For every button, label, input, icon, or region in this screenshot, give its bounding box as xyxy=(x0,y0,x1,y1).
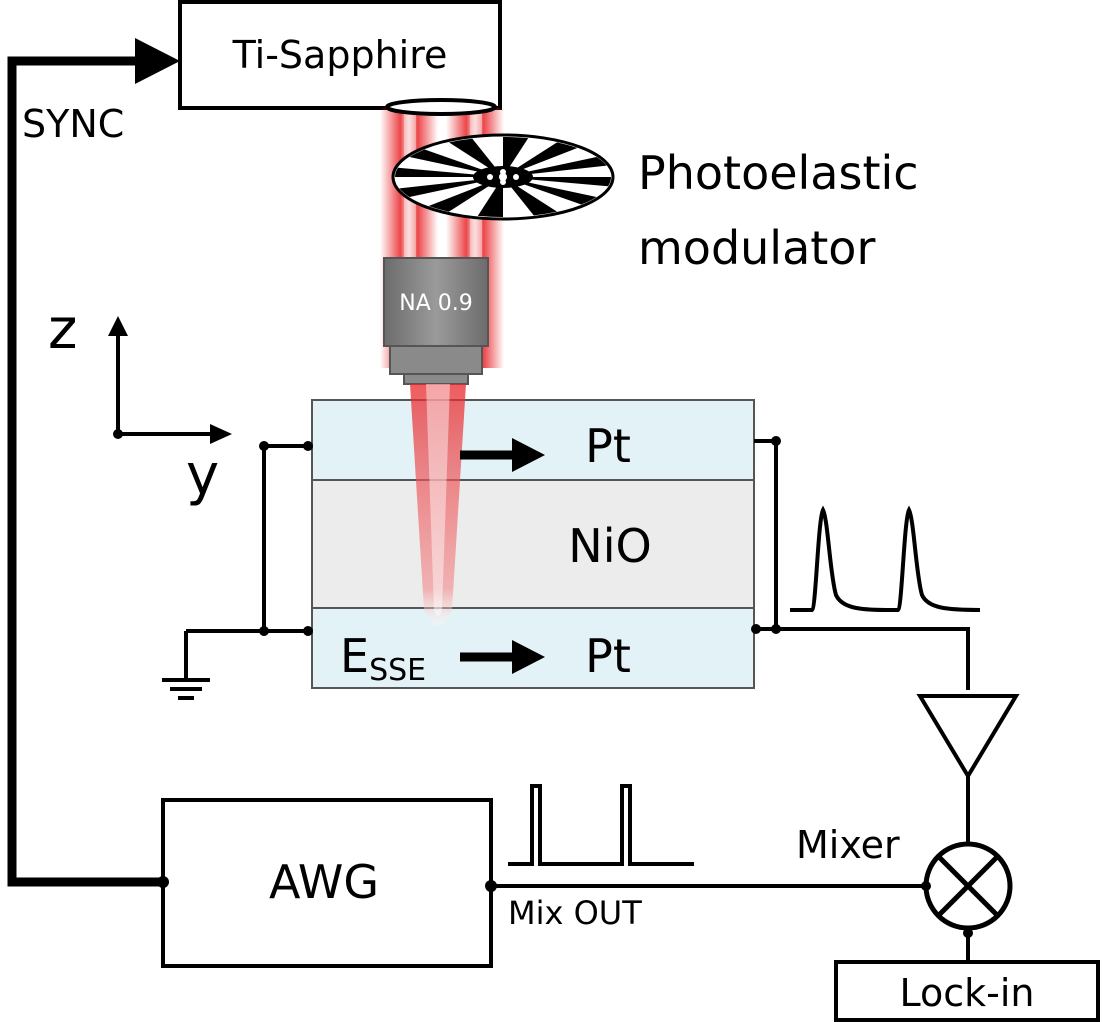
objective-label: NA 0.9 xyxy=(399,291,473,316)
sample-stack xyxy=(311,399,755,689)
bottom-arrow-icon xyxy=(460,640,545,674)
lockin-box xyxy=(834,960,1100,1022)
lockin-label: Lock-in xyxy=(899,971,1034,1015)
esse-label: ESSE xyxy=(340,629,426,688)
mix-out-label: Mix OUT xyxy=(508,894,642,932)
objective-lens xyxy=(383,257,489,385)
right-contact-wiring xyxy=(751,436,970,690)
awg-box xyxy=(161,798,493,968)
coordinate-axes xyxy=(108,316,232,444)
mixer-label: Mixer xyxy=(796,823,900,867)
modulator-label-line2: modulator xyxy=(638,221,875,275)
ground-icon xyxy=(162,631,210,700)
laser-label: Ti-Sapphire xyxy=(232,33,448,77)
output-lens xyxy=(385,98,497,116)
amplifier-icon xyxy=(916,694,1020,780)
laser-beam-focus xyxy=(410,384,466,625)
sync-label: SYNC xyxy=(22,102,124,146)
top-pt-label: Pt xyxy=(585,419,631,473)
nio-layer xyxy=(311,479,755,609)
awg-pulse-signal xyxy=(508,784,694,866)
nio-label: NiO xyxy=(568,519,651,573)
axis-z-label: z xyxy=(48,297,77,362)
laser-box xyxy=(178,0,502,110)
top-pt-layer xyxy=(311,399,755,481)
spin-seebeck-pulse-signal xyxy=(790,505,981,612)
awg-label: AWG xyxy=(269,855,379,909)
mixer-icon xyxy=(923,841,1013,931)
photoelastic-modulator-wheel xyxy=(391,133,615,221)
modulator-spoke xyxy=(503,142,578,177)
bottom-pt-label: Pt xyxy=(585,629,631,683)
axis-y-label: y xyxy=(186,443,219,508)
left-contact-wiring xyxy=(186,441,313,636)
bottom-pt-layer xyxy=(311,607,755,689)
sync-line xyxy=(7,38,180,887)
top-arrow-icon xyxy=(460,438,545,472)
modulator-spoke xyxy=(428,177,503,212)
modulator-label-line1: Photoelastic xyxy=(638,146,919,200)
